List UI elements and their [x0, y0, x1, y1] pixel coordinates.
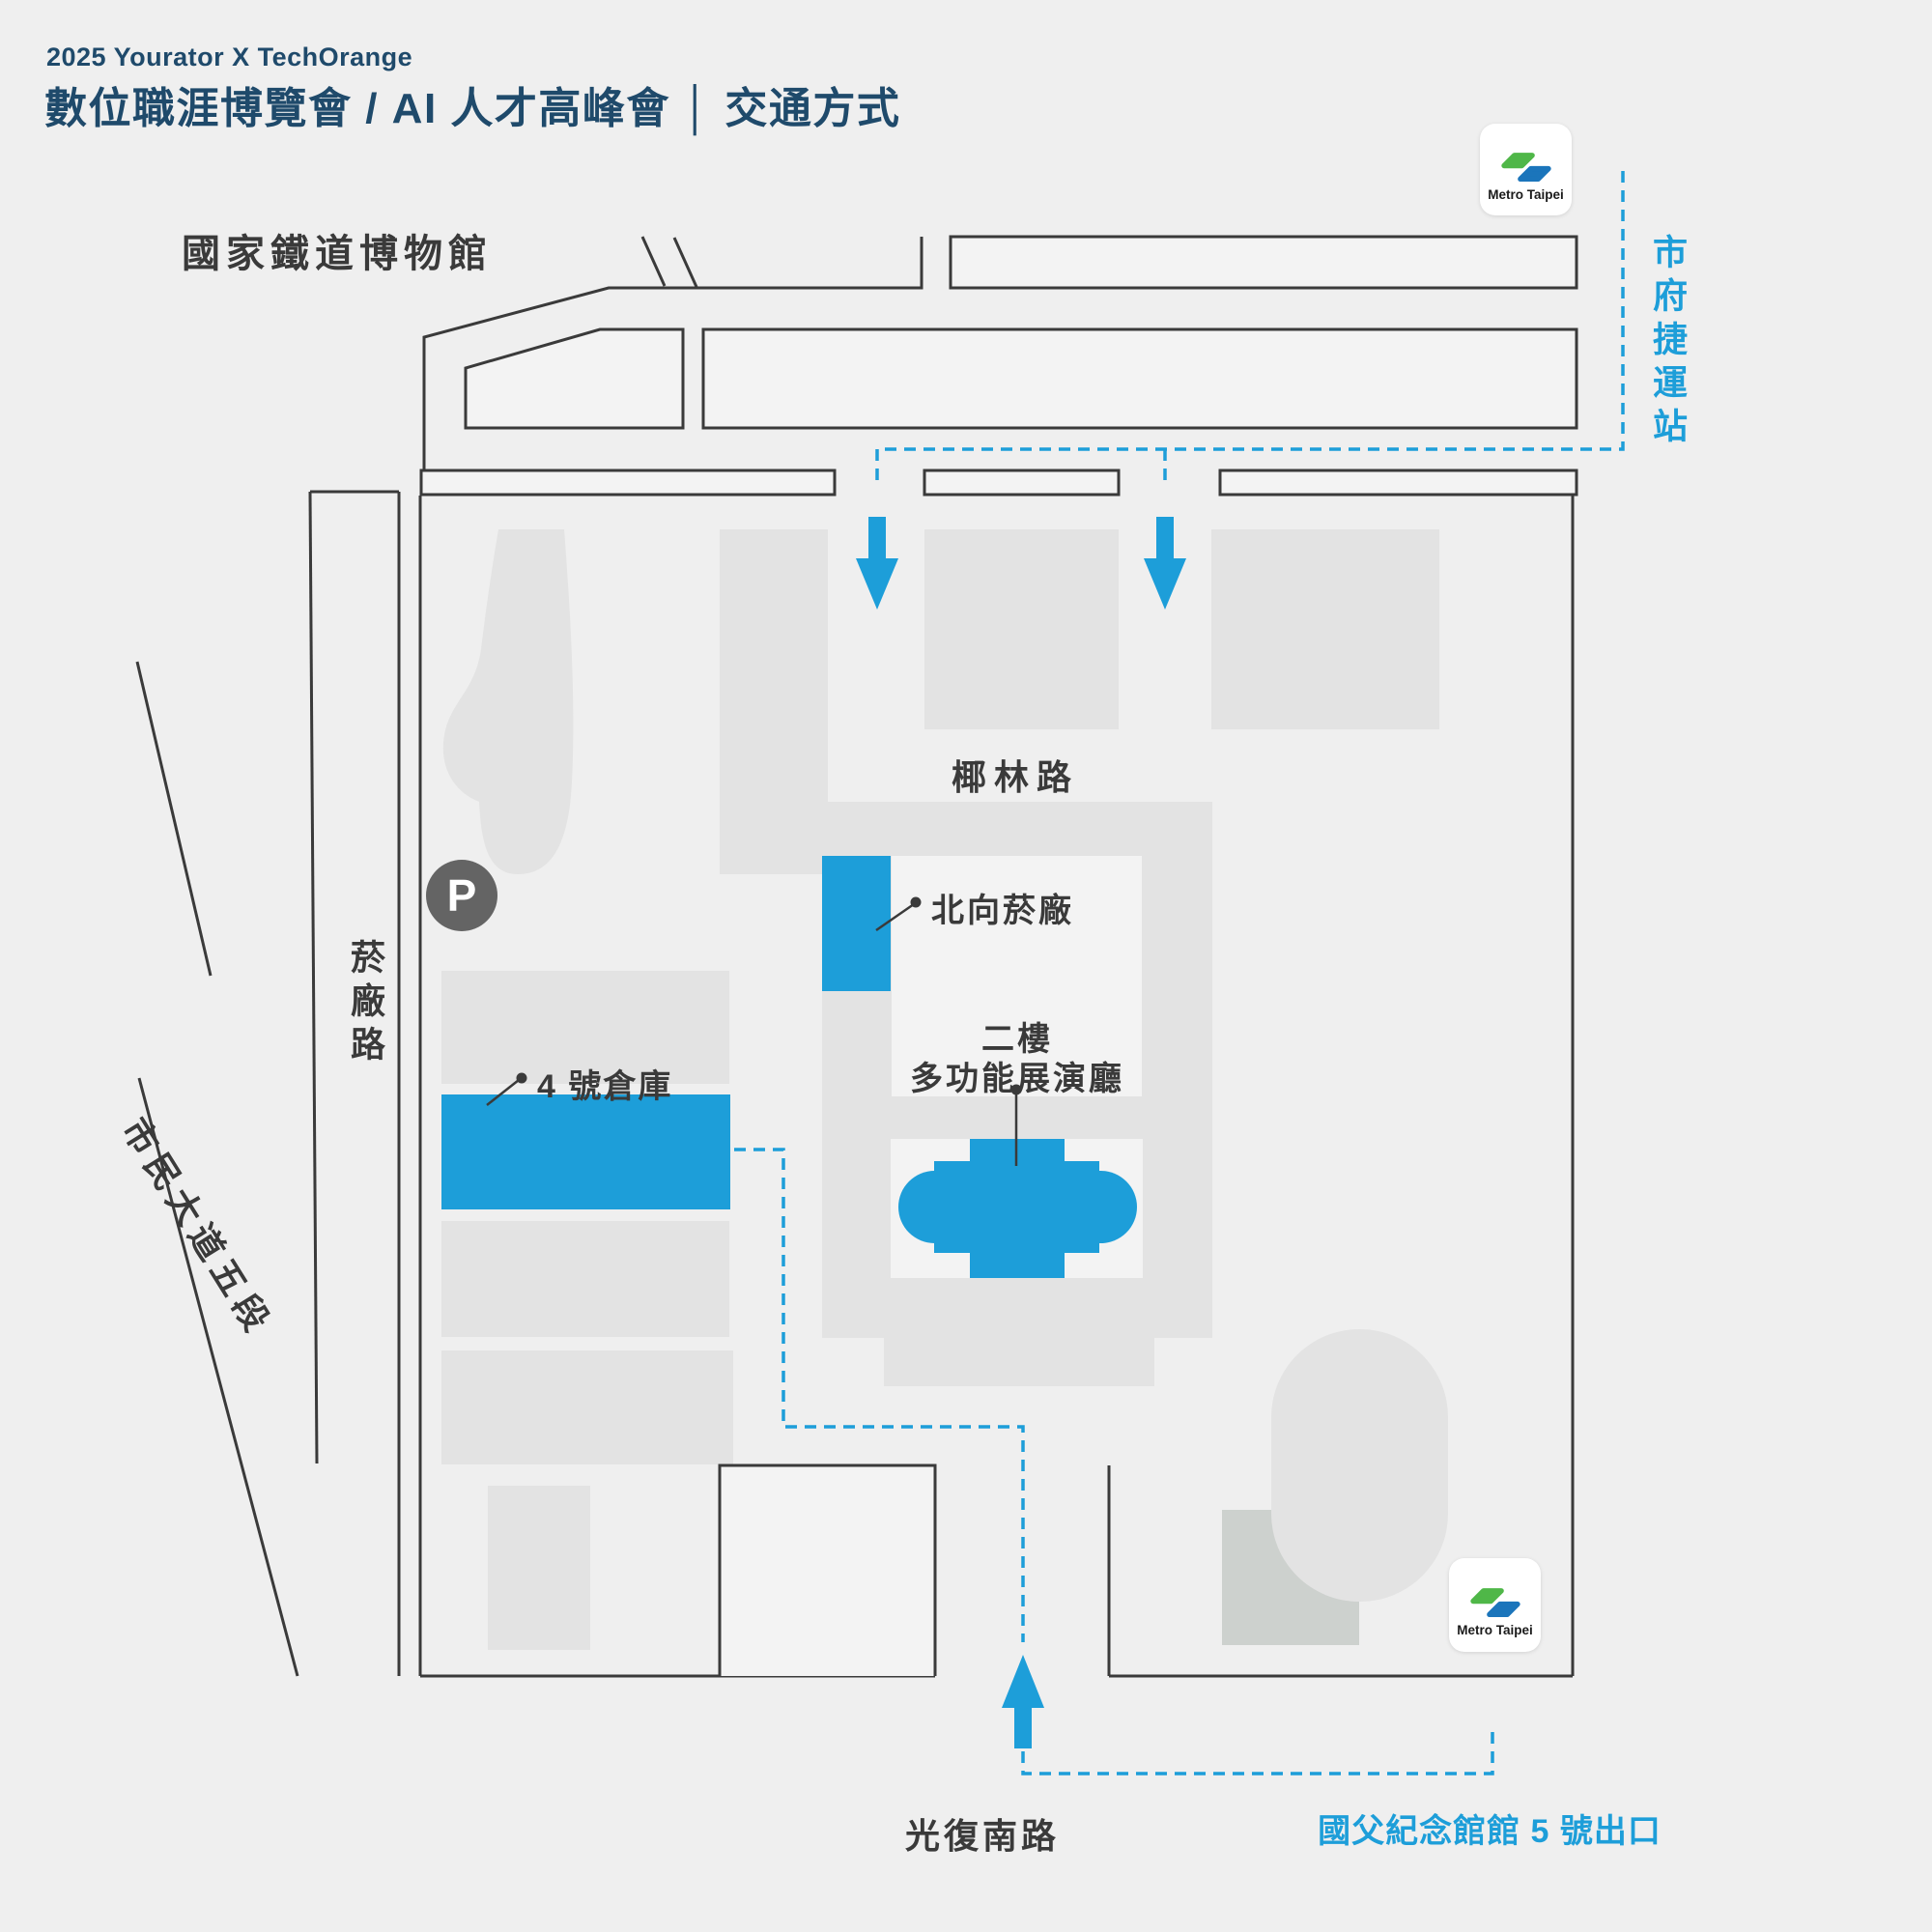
median-island-east	[1218, 469, 1578, 497]
yanchang-road-west-line	[308, 491, 319, 1464]
museum-road-long	[701, 327, 1578, 430]
leader-north-factory	[875, 902, 915, 932]
warehouse-row-4	[441, 1350, 733, 1464]
parking-icon: P	[426, 860, 497, 931]
rail-spur-line-1	[640, 236, 667, 287]
hall-oval	[898, 1171, 1137, 1243]
north-factory-building	[822, 856, 891, 991]
label-city-hall-mrt: 市府捷運站	[1648, 234, 1688, 451]
page-title: 數位職涯博覽會 / AI 人才高峰會 │ 交通方式	[44, 85, 901, 132]
southwest-block	[488, 1486, 590, 1650]
label-hall-name: 多功能展演廳	[910, 1061, 1124, 1097]
leader-dot-warehouse-4	[516, 1072, 527, 1084]
metro-taipei-logo-top: Metro Taipei	[1480, 124, 1572, 215]
venue-buildings	[441, 856, 1137, 1278]
label-yelin-road: 椰林路	[951, 757, 1080, 797]
route-from-syms-exit	[1021, 1725, 1494, 1776]
block-c	[1211, 529, 1439, 729]
label-guangfu-road: 光復南路	[904, 1816, 1061, 1856]
label-railway-museum: 國家鐵道博物館	[182, 233, 493, 275]
main-complex-south-tab	[884, 1338, 1154, 1386]
block-a	[720, 529, 828, 874]
label-yanchang-road: 菸廠路	[346, 939, 385, 1069]
roads	[419, 235, 1578, 497]
route-from-warehouse-4	[734, 1148, 1025, 1642]
museum-island	[464, 327, 685, 430]
leader-warehouse-4	[486, 1079, 520, 1106]
north-courtyard	[892, 856, 1142, 1096]
parking-letter: P	[446, 870, 477, 921]
route-from-city-hall-mrt	[877, 171, 1625, 451]
leader-dot-north-factory	[910, 896, 922, 908]
metro-taipei-wordmark: Metro Taipei	[1488, 186, 1564, 202]
leader-lines	[486, 896, 1022, 1166]
entrance-arrows	[856, 517, 1186, 1748]
metro-taipei-wordmark: Metro Taipei	[1457, 1622, 1533, 1637]
median-island-center	[923, 469, 1121, 497]
southeast-dome-building	[1271, 1329, 1448, 1602]
warehouse-row-1	[441, 971, 729, 1084]
median-island-west	[419, 469, 837, 497]
label-warehouse-4: 4 號倉庫	[537, 1068, 673, 1105]
event-brand: 2025 Yourator X TechOrange	[46, 43, 413, 71]
label-syms-exit-5: 國父紀念館館 5 號出口	[1318, 1813, 1662, 1850]
arrow-up-south-icon	[1002, 1655, 1044, 1748]
label-north-factory: 北向菸廠	[931, 893, 1074, 929]
label-hall-floor: 二樓	[981, 1021, 1053, 1058]
metro-taipei-logo-bottom: Metro Taipei	[1449, 1558, 1541, 1652]
arrow-down-east-icon	[1144, 517, 1186, 610]
metro-taipei-swoosh-icon	[1469, 1587, 1520, 1617]
rail-spur-line-2	[672, 237, 698, 288]
museum-boulevard	[422, 237, 923, 470]
south-plot	[718, 1463, 937, 1676]
museum-road-northeast	[949, 235, 1578, 290]
civic-blvd-south-line	[137, 1077, 299, 1677]
arrow-down-west-icon	[856, 517, 898, 610]
leader-dot-hall	[1010, 1084, 1022, 1095]
metro-taipei-swoosh-icon	[1500, 152, 1551, 182]
street-lines	[135, 490, 1575, 1678]
walking-routes	[734, 171, 1625, 1776]
pond-blob	[442, 529, 574, 874]
block-b	[924, 529, 1119, 729]
warehouse-4-building	[441, 1094, 730, 1209]
civic-blvd-north-line	[135, 661, 213, 977]
warehouse-row-3	[441, 1221, 729, 1337]
